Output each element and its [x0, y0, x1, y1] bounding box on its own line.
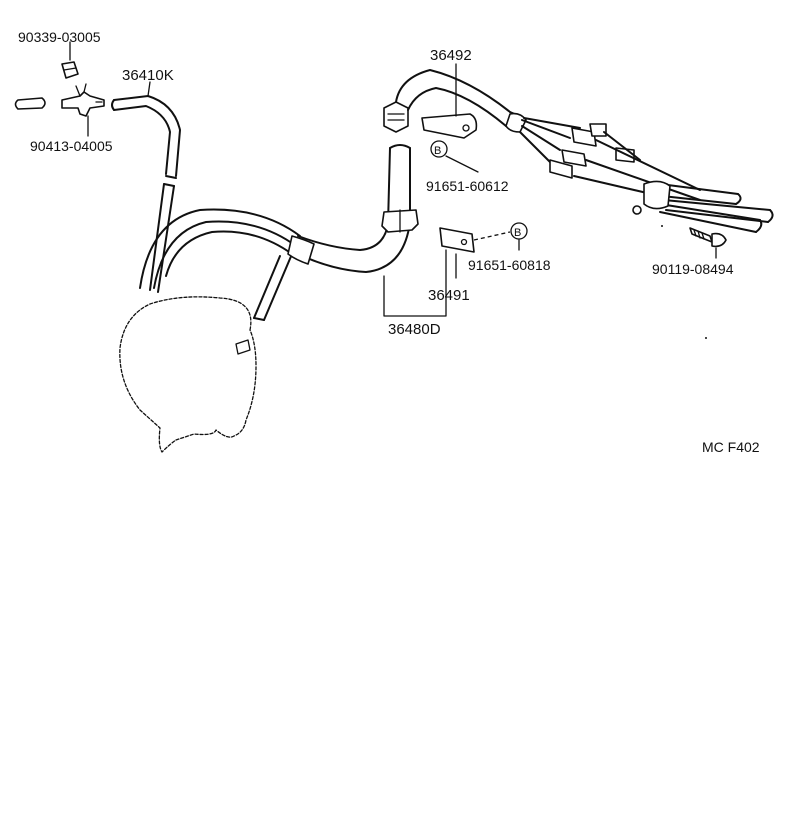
- dashed-link-b-mid: [473, 231, 511, 241]
- callout-b-mid-letter: B: [514, 227, 521, 239]
- leader-36410k: [147, 81, 151, 97]
- dot-mark: [661, 225, 663, 227]
- bolt-90119-08494: [689, 227, 727, 248]
- callout-b-top: B: [430, 140, 448, 158]
- label-36480d: 36480D: [388, 321, 441, 338]
- leader-91651-60612: [445, 155, 479, 173]
- label-90119-08494: 90119-08494: [652, 261, 734, 277]
- label-36492: 36492: [430, 47, 472, 64]
- canister: [119, 296, 257, 453]
- hose-assembly-36480d: [139, 144, 419, 321]
- figure-code: MC F402: [702, 439, 760, 455]
- grommet-part: [61, 41, 79, 79]
- label-91651-60818: 91651-60818: [468, 257, 551, 273]
- small-hose-piece: [14, 97, 46, 110]
- label-36491: 36491: [428, 287, 470, 304]
- hose-connector-top: [383, 101, 409, 133]
- label-90339-03005: 90339-03005: [18, 29, 101, 45]
- bracket-36491: [439, 227, 475, 253]
- label-91651-60612: 91651-60612: [426, 178, 509, 194]
- callout-b-top-letter: B: [434, 145, 441, 157]
- callout-b-mid: B: [510, 222, 528, 240]
- dimension-bracket-36480d: [383, 249, 447, 317]
- label-36410k: 36410K: [122, 67, 174, 84]
- dot-mark: [705, 337, 707, 339]
- bracket-36492: [421, 113, 478, 139]
- three-way-connector: [61, 83, 105, 137]
- hose-bundle-right: [395, 69, 774, 233]
- label-90413-04005: 90413-04005: [30, 138, 113, 154]
